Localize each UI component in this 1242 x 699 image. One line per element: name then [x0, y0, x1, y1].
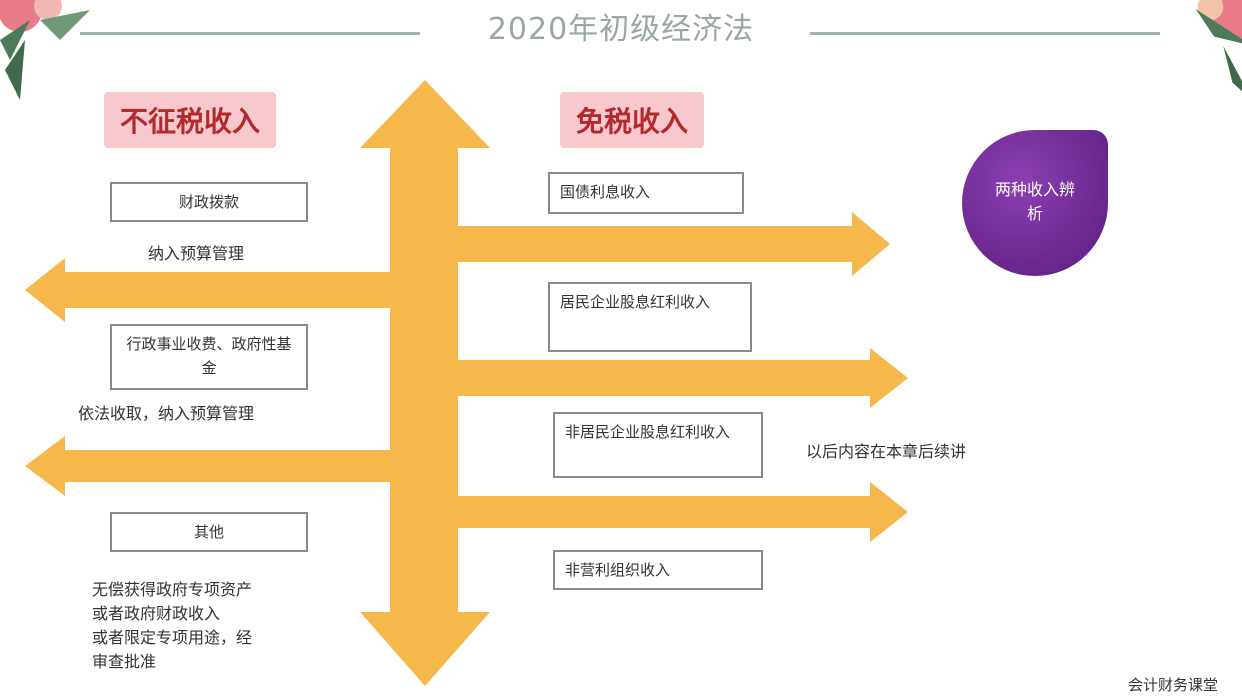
footer-text: 会计财务课堂 [1127, 676, 1218, 694]
left-box-3: 其他 [110, 512, 308, 552]
floral-corner-right [1195, 0, 1242, 92]
page-title: 2020年初级经济法 [487, 12, 755, 47]
heading-non-taxable: 不征税收入 [104, 92, 277, 148]
title-rule-left [80, 32, 420, 35]
right-box-4: 非营利组织收入 [553, 550, 763, 590]
left-note-1: 纳入预算管理 [148, 244, 245, 263]
bubble-shape [962, 130, 1108, 276]
vertical-arrow [360, 80, 490, 686]
heading-tax-exempt: 免税收入 [560, 92, 705, 148]
right-side-note: 以后内容在本章后续讲 [806, 442, 967, 461]
right-box-1: 国债利息收入 [548, 172, 744, 214]
right-arrow-2 [458, 348, 908, 408]
title-rule-right [810, 32, 1160, 35]
right-arrow-1 [458, 212, 890, 276]
right-box-3: 非居民企业股息红利收入 [553, 412, 763, 478]
floral-corner-left [0, 0, 90, 100]
left-box-1: 财政拨款 [110, 182, 308, 222]
right-arrow-3 [458, 482, 908, 542]
left-arrow-2 [25, 436, 390, 496]
left-other-note: 无偿获得政府专项资产 或者政府财政收入 或者限定专项用途，经 审查批准 [92, 580, 253, 671]
left-note-2: 依法收取，纳入预算管理 [78, 404, 255, 423]
right-box-2: 居民企业股息红利收入 [548, 282, 752, 352]
left-box-2: 行政事业收费、政府性基金 [110, 324, 308, 390]
left-arrow-1 [25, 258, 390, 322]
bubble-text: 两种收入辨析 [994, 180, 1075, 223]
